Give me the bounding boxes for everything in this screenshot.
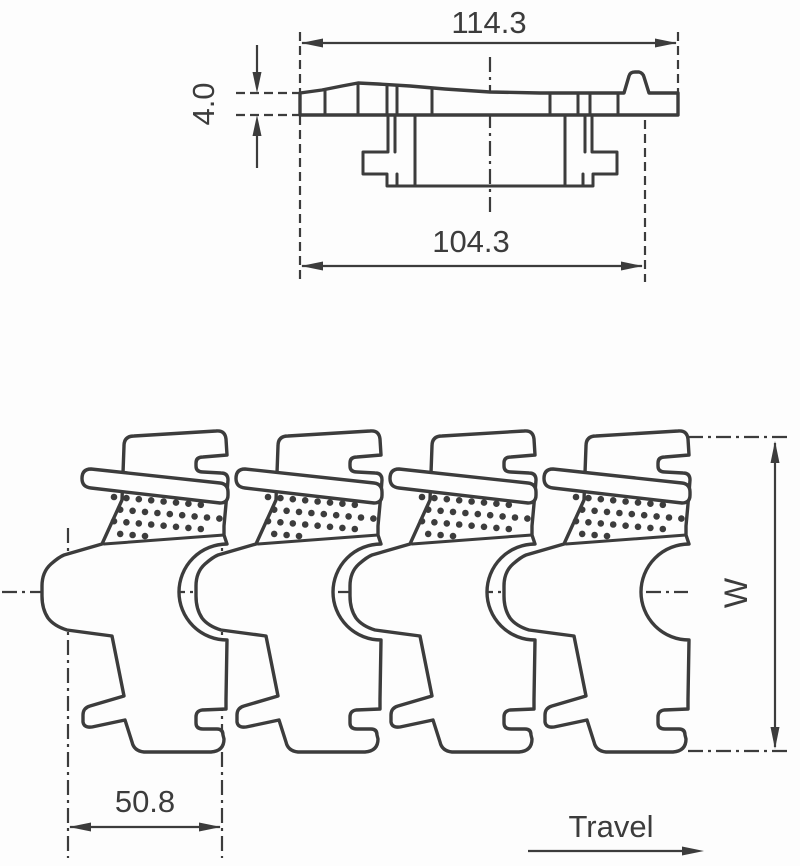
- arrowhead-down: [252, 72, 262, 93]
- profile-outline: [298, 70, 680, 117]
- arrowhead-right: [655, 38, 677, 48]
- travel-direction: Travel: [528, 809, 704, 856]
- dim-belt-width-label: W: [718, 577, 754, 608]
- dimension-base-width: 104.3: [301, 224, 643, 271]
- arrowhead-left: [69, 822, 91, 832]
- side-view: 114.3 4.0 104.3: [186, 5, 680, 282]
- dimension-thickness: 4.0: [186, 45, 262, 168]
- dimension-overall-width: 114.3: [301, 5, 677, 48]
- arrowhead-down: [770, 727, 780, 749]
- links-container: [40, 429, 692, 754]
- travel-arrowhead: [682, 846, 704, 856]
- arrowhead-left: [301, 38, 323, 48]
- arrowhead-up: [252, 115, 262, 136]
- mounting-bracket-inner-lines: [393, 113, 587, 188]
- dim-overall-width-label: 114.3: [451, 5, 526, 40]
- dim-thickness-label: 4.0: [186, 82, 221, 125]
- dimension-pitch: 50.8: [69, 784, 221, 832]
- plan-view: 50.8 W Travel: [2, 429, 792, 858]
- travel-label: Travel: [569, 809, 654, 844]
- arrowhead-up: [770, 441, 780, 463]
- profile-section-lines: [323, 82, 620, 117]
- dimension-belt-width: W: [688, 435, 792, 753]
- arrowhead-right: [621, 261, 643, 271]
- dim-base-width-label: 104.3: [432, 224, 510, 259]
- arrowhead-right: [199, 822, 221, 832]
- arrowhead-left: [301, 261, 323, 271]
- mounting-bracket-outline: [361, 113, 619, 188]
- dim-pitch-label: 50.8: [115, 784, 175, 819]
